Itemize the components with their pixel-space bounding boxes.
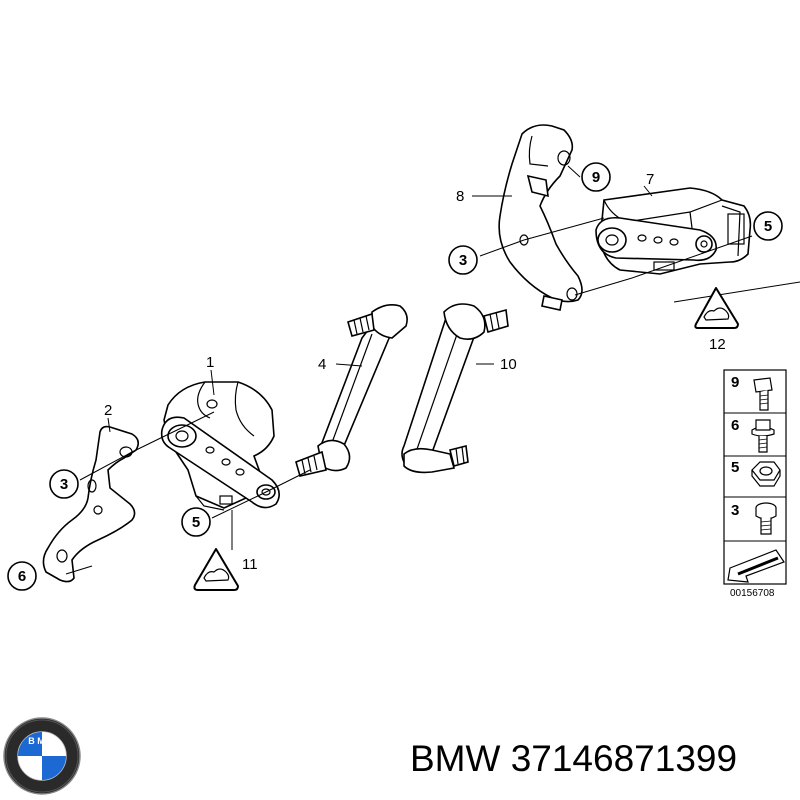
- svg-text:6: 6: [18, 568, 26, 585]
- callout-10: 10: [500, 356, 517, 373]
- callout-2: 2: [104, 402, 112, 419]
- hardware-legend: 9 6 5 3: [723, 369, 787, 585]
- callout-8: 8: [456, 188, 464, 205]
- callout-12: 12: [709, 336, 726, 353]
- callout-4: 4: [318, 356, 326, 373]
- callout-5-right: 5: [753, 211, 783, 241]
- warning-triangle-right-icon: [694, 287, 739, 329]
- part-number-caption: BMW 37146871399: [410, 738, 738, 779]
- bracket-right: [498, 124, 583, 311]
- callout-9: 9: [581, 162, 611, 192]
- callout-1: 1: [206, 354, 214, 371]
- callout-3-right: 3: [448, 245, 478, 275]
- svg-text:5: 5: [192, 514, 200, 531]
- warning-triangle-left-icon: [193, 548, 239, 591]
- callout-3-left: 3: [49, 469, 79, 499]
- diagram-number: 00156708: [730, 588, 775, 599]
- legend-number-3: 3: [731, 502, 739, 519]
- nut-icon: [751, 461, 781, 487]
- leader-lines: [65, 165, 800, 575]
- sensor-right: [595, 187, 752, 275]
- sensor-left: [160, 381, 280, 511]
- callout-7: 7: [646, 171, 654, 188]
- bmw-logo: B M W: [3, 717, 81, 795]
- callout-5-left: 5: [181, 507, 211, 537]
- bmw-logo-text: B M W: [28, 736, 56, 746]
- svg-text:3: 3: [60, 476, 68, 493]
- svg-text:9: 9: [592, 169, 600, 186]
- legend-number-6: 6: [731, 417, 739, 434]
- legend-number-5: 5: [731, 459, 739, 476]
- flange-bolt-icon: [751, 419, 775, 453]
- direction-arrow-icon: [727, 549, 785, 583]
- link-rod-4: [295, 304, 408, 477]
- svg-text:3: 3: [459, 252, 467, 269]
- bolt-icon: [753, 377, 773, 411]
- screw-icon: [755, 502, 777, 535]
- callout-6: 6: [7, 561, 37, 591]
- legend-number-9: 9: [731, 374, 739, 391]
- svg-text:5: 5: [764, 218, 772, 235]
- bracket-left: [42, 425, 140, 583]
- callout-11: 11: [242, 556, 258, 573]
- link-rod-10: [401, 303, 509, 474]
